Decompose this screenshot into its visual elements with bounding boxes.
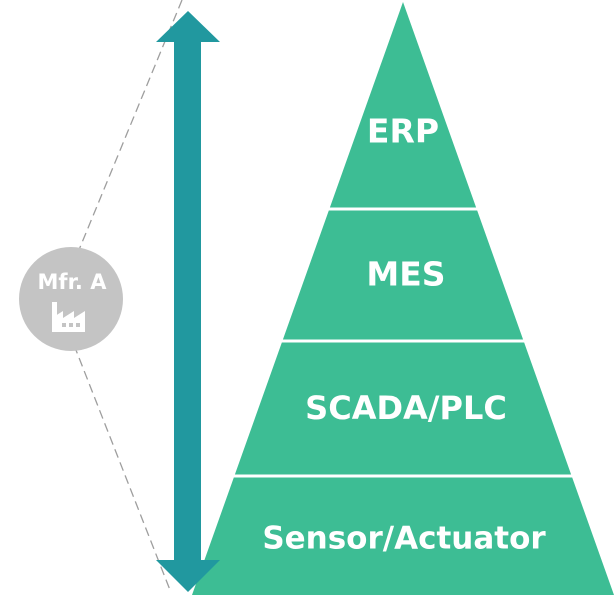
manufacturer-badge-label: Mfr. A [38,270,108,294]
bracket-line-top [73,0,183,263]
layer-label-erp: ERP [367,112,439,151]
manufacturer-badge: Mfr. A [19,247,123,351]
manufacturer-badge-circle [19,247,123,351]
automation-pyramid: ERP MES SCADA/PLC Sensor/Actuator [192,2,614,595]
layer-label-mes: MES [366,255,445,294]
scope-bracket [73,0,183,591]
scope-double-arrow [156,11,220,592]
layer-label-sensor-actuator: Sensor/Actuator [262,521,546,557]
bracket-line-bottom [73,344,171,591]
pyramid-body [192,2,614,595]
layer-label-scada-plc: SCADA/PLC [305,389,507,427]
factory-icon [52,302,85,332]
